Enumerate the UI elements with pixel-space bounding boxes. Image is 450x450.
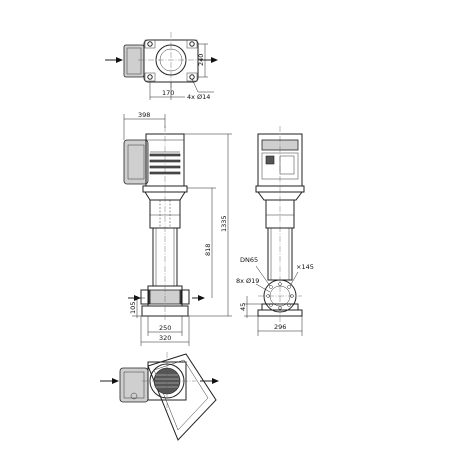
dim-flange-holes-label: 8x Ø19 <box>236 277 259 285</box>
dim-flange-label: DN65 <box>240 256 258 264</box>
dim-offset-label: 170 <box>162 89 174 97</box>
side-view: DN65 8x Ø19 ×145 45 296 <box>236 126 314 336</box>
dim-total-height-label: 1335 <box>220 215 228 232</box>
dim-base-width-label: 250 <box>159 324 171 332</box>
dim-pitch-circle-label: ×145 <box>296 263 314 271</box>
bottom-view <box>100 352 219 441</box>
dim-shaft-height-label: 818 <box>204 244 212 256</box>
dim-base-depth-label: 296 <box>274 323 286 331</box>
dim-depth-label: 240 <box>197 54 205 66</box>
front-view: 398 1335 818 105 250 320 <box>123 111 232 346</box>
dim-port-height-label: 105 <box>129 302 137 314</box>
top-view: 240 170 4x Ø14 <box>105 32 218 101</box>
dim-holes-label: 4x Ø14 <box>187 93 210 101</box>
dim-motor-width-label: 398 <box>138 111 150 119</box>
bottom-outlet-arrow-icon <box>212 378 219 384</box>
bottom-inlet-arrow-icon <box>112 378 119 384</box>
inlet-arrow-icon <box>116 57 123 63</box>
outlet-arrow-icon <box>211 57 218 63</box>
dim-base-height-label: 45 <box>239 303 247 311</box>
dim-foot-width-label: 320 <box>159 334 171 342</box>
front-outlet-arrow-icon <box>198 295 205 301</box>
